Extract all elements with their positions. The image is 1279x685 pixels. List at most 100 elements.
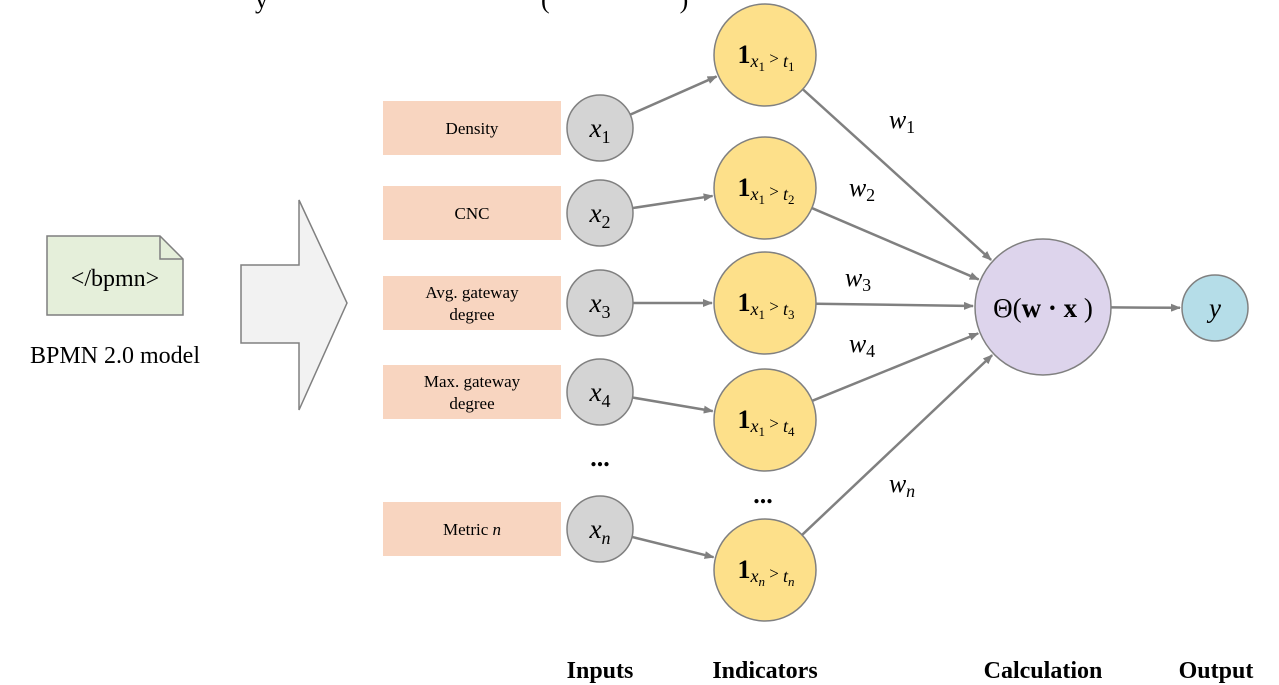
indicator-threshold-index: n (788, 574, 795, 589)
indicator-to-calculation-arrow (801, 354, 994, 536)
input-subscript: n (601, 528, 610, 548)
input-var: x (589, 113, 602, 143)
top-caption: y ( ) (255, 0, 688, 14)
indicator-node (713, 518, 817, 622)
weight-var: w (889, 469, 907, 498)
indicator-expression: 1xn > tn (737, 555, 794, 589)
indicator-ellipsis: ... (753, 480, 773, 509)
input-to-indicator-arrow (629, 75, 718, 116)
weight-label: w1 (889, 105, 915, 137)
input-ellipsis: ... (590, 443, 610, 472)
indicator-var-index: 1 (758, 307, 765, 322)
indicator-gt: > (765, 564, 783, 583)
indicator-threshold-index: 1 (788, 59, 795, 74)
calc-theta: Θ( (993, 293, 1022, 323)
metric-label-line: degree (449, 305, 494, 324)
indicator-var: x (749, 299, 758, 319)
metric-label-line: degree (449, 394, 494, 413)
indicator-to-calculation-arrow (811, 206, 980, 281)
input-var: x (589, 198, 602, 228)
metric-label-line: Max. gateway (424, 372, 521, 391)
metric-label-text: Metric (443, 520, 493, 539)
indicator-threshold-index: 3 (788, 307, 795, 322)
input-node (566, 358, 634, 426)
input-symbol: x1 (589, 113, 611, 147)
metric-box (383, 101, 561, 155)
bpmn-file-tag: </bpmn> (71, 266, 159, 292)
weight-var: w (849, 173, 867, 202)
metric-box (383, 186, 561, 240)
input-subscript: 3 (601, 302, 610, 322)
indicator-var: x (749, 566, 758, 586)
weight-label: w4 (849, 329, 875, 361)
input-subscript: 4 (601, 391, 610, 411)
input-node (566, 94, 634, 162)
indicator-node (713, 368, 817, 472)
weight-label: w2 (849, 173, 875, 205)
indicator-one: 1 (737, 40, 750, 69)
weight-var: w (849, 329, 867, 358)
input-to-indicator-arrow (632, 396, 714, 414)
indicator-threshold-index: 4 (788, 424, 795, 439)
indicator-var: x (749, 184, 758, 204)
indicator-threshold: t (783, 184, 789, 204)
column-label-output: Output (1179, 658, 1254, 684)
bpmn-file-icon: </bpmn> (46, 235, 184, 316)
indicator-expression: 1x1 > t2 (737, 173, 794, 207)
metric-label: CNC (455, 204, 490, 223)
metric-label: Density (446, 119, 499, 138)
column-label-calculation: Calculation (984, 658, 1103, 684)
indicator-gt: > (765, 49, 783, 68)
indicator-one: 1 (737, 555, 750, 584)
input-node (566, 269, 634, 337)
indicator-threshold: t (783, 299, 789, 319)
input-subscript: 1 (601, 127, 610, 147)
weight-index: 2 (866, 185, 875, 205)
input-var: x (589, 514, 602, 544)
indicator-var-index: 1 (758, 424, 765, 439)
connector-layer (629, 75, 1182, 559)
indicator-to-calculation-arrow (815, 301, 975, 310)
indicator-gt: > (765, 182, 783, 201)
metric-box (383, 365, 561, 419)
transform-arrow (240, 199, 348, 411)
indicator-one: 1 (737, 173, 750, 202)
weight-var: w (845, 263, 863, 292)
indicator-threshold: t (783, 416, 789, 436)
input-symbol: x2 (589, 198, 611, 232)
indicator-var: x (749, 51, 758, 71)
indicator-threshold: t (783, 566, 789, 586)
calc-w: w (1022, 293, 1042, 323)
calc-x: x (1064, 293, 1078, 323)
input-var: x (589, 377, 602, 407)
indicator-threshold-index: 2 (788, 192, 795, 207)
indicator-gt: > (765, 297, 783, 316)
input-to-indicator-arrow (632, 193, 714, 210)
column-label-inputs: Inputs (567, 658, 634, 684)
indicator-expression: 1x1 > t4 (737, 405, 795, 439)
input-symbol: xn (589, 514, 611, 548)
metric-label-var: n (493, 520, 502, 539)
indicator-threshold: t (783, 51, 789, 71)
indicator-var: x (749, 416, 758, 436)
input-var: x (589, 288, 602, 318)
calc-close: ) (1077, 293, 1093, 323)
indicator-node (713, 3, 817, 107)
indicator-expression: 1x1 > t1 (737, 40, 794, 74)
output-symbol: y (1206, 293, 1221, 323)
indicator-gt: > (765, 414, 783, 433)
indicator-one: 1 (737, 405, 750, 434)
input-node (566, 179, 634, 247)
indicator-var-index: 1 (758, 192, 765, 207)
indicator-node (713, 251, 817, 355)
svg-text:Θ(w · x ): Θ(w · x ) (993, 293, 1093, 323)
indicator-var-index: n (758, 574, 765, 589)
weight-var: w (889, 105, 907, 134)
indicator-to-calculation-arrow (811, 332, 980, 402)
metric-label: Metric n (443, 520, 501, 539)
input-subscript: 2 (601, 212, 610, 232)
weight-index: 1 (906, 117, 915, 137)
